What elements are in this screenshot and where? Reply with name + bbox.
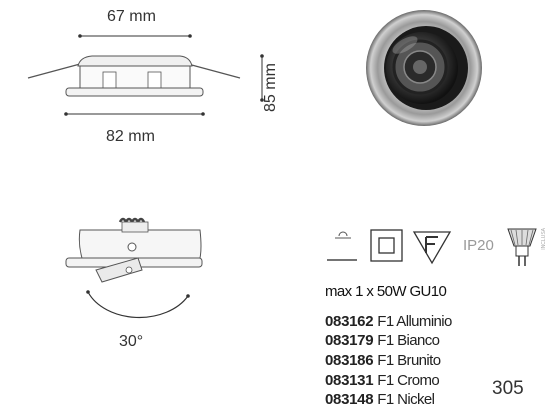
- ip-rating: IP20: [463, 237, 494, 254]
- variant-name: F1 Nickel: [377, 391, 435, 408]
- bottom-width-label: 82 mm: [106, 128, 155, 145]
- tilt-view-drawing: [65, 217, 203, 319]
- top-width-label: 67 mm: [107, 8, 156, 25]
- variant-name: F1 Brunito: [377, 352, 441, 369]
- lamp-spec: max 1 x 50W GU10: [325, 283, 447, 300]
- tilt-angle-label: 30°: [119, 333, 144, 350]
- variant-name: F1 Bianco: [377, 332, 440, 349]
- side-note: INCLUSA: [541, 228, 547, 250]
- class-ii-insulation-icon: [370, 229, 404, 268]
- height-label: 85 mm: [262, 63, 279, 112]
- variant-code: 083148: [325, 391, 374, 408]
- gu10-bulb-icon: [505, 226, 539, 275]
- variant-code: 083186: [325, 352, 374, 369]
- product-photo: [366, 10, 482, 126]
- variant-code: 083179: [325, 332, 374, 349]
- variant-code: 083162: [325, 313, 374, 330]
- side-view-drawing: [27, 34, 264, 116]
- variant-code: 083131: [325, 372, 374, 389]
- variant-name: F1 Alluminio: [377, 313, 452, 330]
- variant-name: F1 Cromo: [377, 372, 440, 389]
- recessed-light-icon: [325, 228, 359, 261]
- f-mark-icon: [412, 229, 452, 270]
- page-number: 305: [492, 378, 524, 399]
